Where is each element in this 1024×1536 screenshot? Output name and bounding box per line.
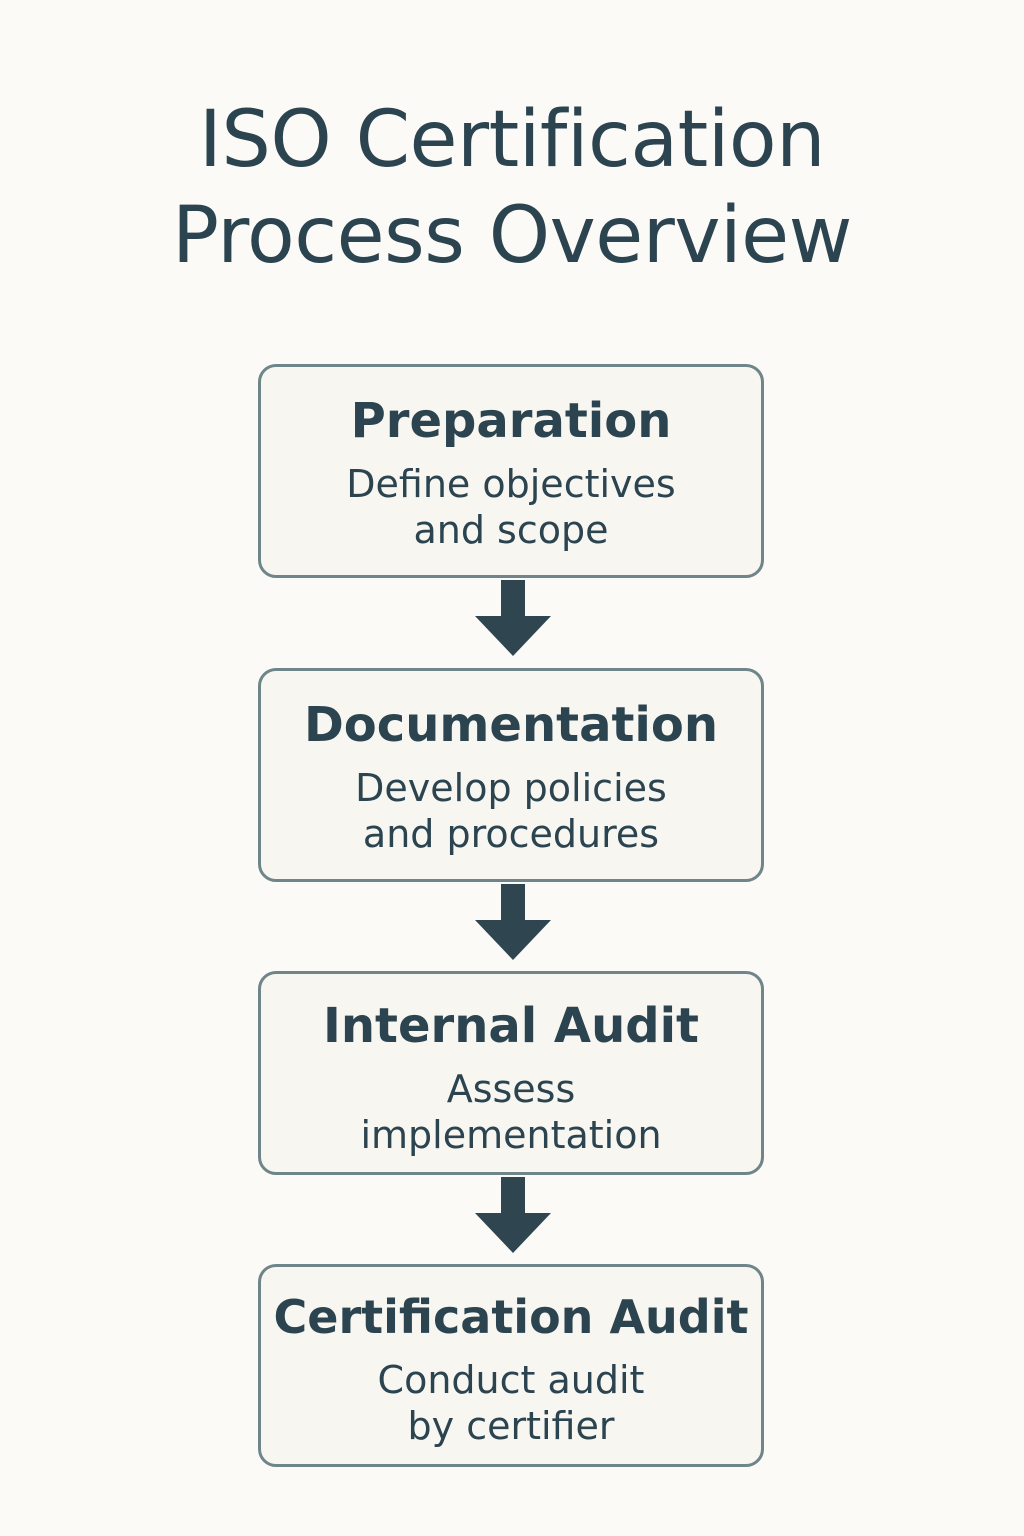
step-title: Internal Audit bbox=[322, 998, 699, 1054]
step-description-line-1: Assess bbox=[446, 1067, 576, 1111]
step-description-line-1: Define objectives bbox=[346, 462, 676, 506]
step-documentation: Documentation Develop policies and proce… bbox=[258, 668, 764, 882]
step-description: Develop policies and procedures bbox=[261, 765, 761, 857]
step-title: Preparation bbox=[350, 393, 672, 449]
step-description-line-2: and procedures bbox=[362, 812, 660, 856]
step-description-line-2: by certifier bbox=[407, 1404, 615, 1448]
arrow-down-icon bbox=[475, 580, 551, 656]
step-description: Conduct audit by certifier bbox=[261, 1357, 761, 1449]
step-certification-audit: Certification Audit Conduct audit by cer… bbox=[258, 1264, 764, 1467]
diagram-title: ISO Certification Process Overview bbox=[0, 92, 1024, 284]
step-description: Assess implementation bbox=[261, 1066, 761, 1158]
step-description-line-2: and scope bbox=[413, 508, 609, 552]
step-description: Define objectives and scope bbox=[261, 461, 761, 553]
step-internal-audit: Internal Audit Assess implementation bbox=[258, 971, 764, 1175]
title-line-1: ISO Certification bbox=[198, 95, 826, 185]
step-description-line-2: implementation bbox=[360, 1113, 662, 1157]
arrow-down-icon bbox=[475, 1177, 551, 1253]
arrow-down-icon bbox=[475, 884, 551, 960]
step-description-line-1: Develop policies bbox=[355, 766, 667, 810]
step-description-line-1: Conduct audit bbox=[377, 1358, 645, 1402]
step-title: Certification Audit bbox=[273, 1290, 749, 1344]
title-line-2: Process Overview bbox=[172, 191, 852, 281]
step-preparation: Preparation Define objectives and scope bbox=[258, 364, 764, 578]
step-title: Documentation bbox=[303, 697, 719, 753]
